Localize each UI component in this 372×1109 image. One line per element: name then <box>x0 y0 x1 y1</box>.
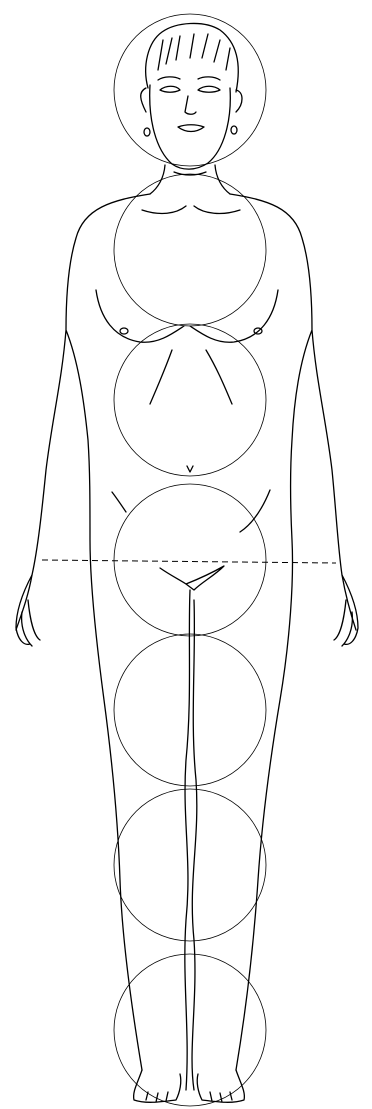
left-earring <box>144 128 150 136</box>
left-nipple <box>120 328 128 334</box>
mouth <box>178 125 204 132</box>
right-hand <box>334 575 358 646</box>
left-hand <box>16 575 40 646</box>
proportion-circles <box>114 14 266 1106</box>
proportion-circle-1 <box>114 14 266 166</box>
navel <box>187 466 193 472</box>
hair <box>141 23 242 112</box>
collarbones <box>142 206 240 213</box>
head <box>141 23 242 169</box>
right-foot <box>197 1070 244 1102</box>
inner-leg-line <box>192 600 197 1090</box>
right-body-outline <box>230 194 356 1070</box>
pubic-triangle <box>160 566 224 590</box>
right-earring <box>231 126 237 134</box>
leg-midline <box>185 590 190 1090</box>
left-eyebrow <box>158 77 180 80</box>
hip-lines <box>112 490 270 532</box>
right-eye <box>198 86 220 92</box>
left-body-outline <box>16 194 150 1070</box>
face-outline <box>150 85 231 169</box>
proportion-circle-3 <box>114 324 266 476</box>
ribcage-lines <box>150 350 232 404</box>
nose <box>185 96 196 114</box>
left-eye <box>160 86 180 92</box>
proportion-circle-6 <box>114 789 266 941</box>
right-eyebrow <box>198 77 220 80</box>
left-foot <box>134 1070 181 1102</box>
